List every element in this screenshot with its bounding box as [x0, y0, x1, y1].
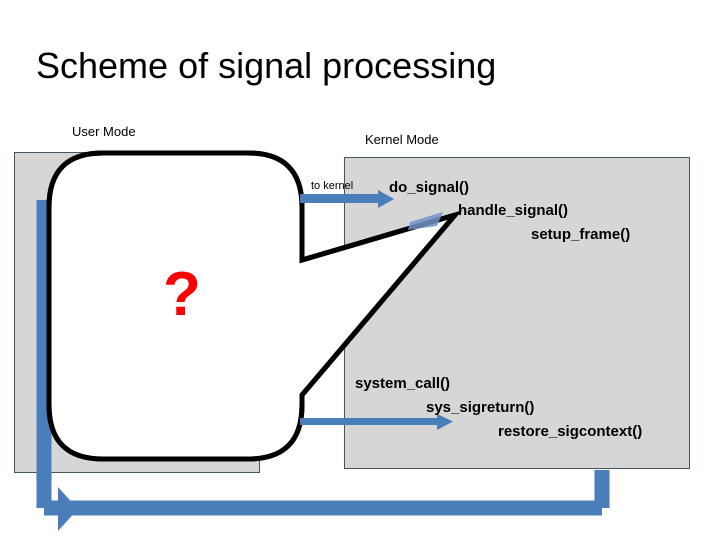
kernel-mode-box [344, 157, 690, 469]
tail-shadow [408, 212, 443, 230]
kernel-call-system-call: system_call() [355, 375, 451, 392]
kernel-call-do-signal: do_signal() [389, 179, 470, 196]
kernel-call-handle-signal: handle_signal() [458, 202, 569, 219]
return-to-user-arrow [36, 192, 610, 531]
to-kernel-arrow [300, 190, 394, 208]
sigreturn-entry-arrow [300, 414, 453, 430]
callout-outline [46, 150, 463, 462]
to-kernel-label: to kernel [311, 180, 354, 192]
question-mark-symbol: ? [163, 260, 201, 329]
user-mode-label: User Mode [72, 124, 136, 139]
kernel-mode-label: Kernel Mode [365, 132, 439, 147]
page-title: Scheme of signal processing [36, 45, 497, 86]
callout-inner-fill [52, 156, 299, 456]
kernel-call-setup-frame: setup_frame() [531, 226, 631, 243]
kernel-call-sys-sigreturn: sys_sigreturn() [426, 399, 535, 416]
kernel-call-restore-sigcontext: restore_sigcontext() [498, 423, 643, 440]
